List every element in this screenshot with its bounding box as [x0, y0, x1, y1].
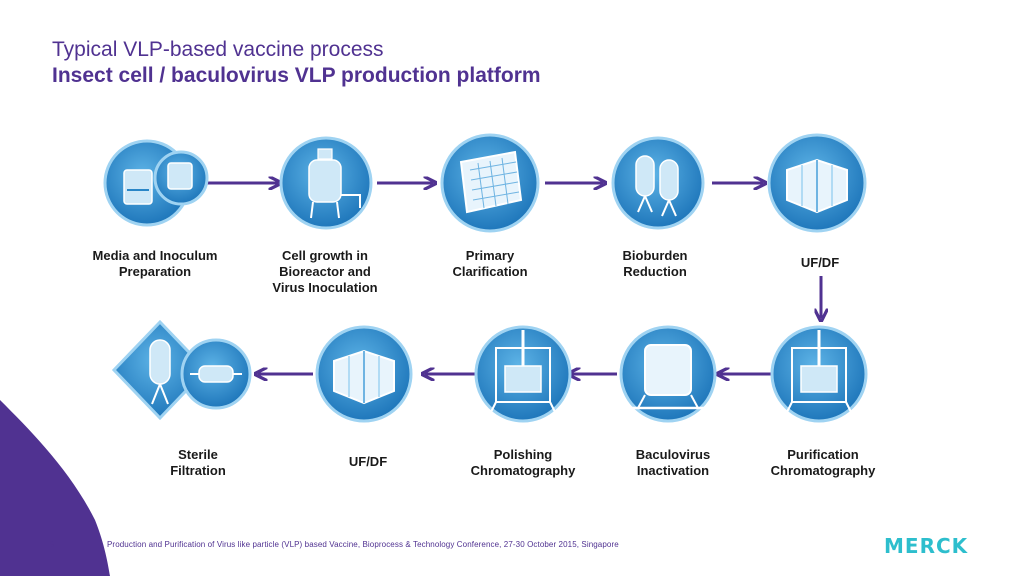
capsule-filter-icon — [611, 136, 705, 230]
footer-citation: Production and Purification of Virus lik… — [107, 540, 619, 549]
tff-cassette-icon — [767, 133, 867, 233]
merck-logo: MERCK — [884, 534, 969, 558]
chromatography-column-icon-polishing — [474, 325, 572, 423]
step-label-bioreactor: Cell growth in Bioreactor and Virus Inoc… — [272, 248, 378, 295]
bioreactor-icon — [279, 136, 373, 230]
mixing-vessel-icon — [619, 325, 717, 423]
step-label-sterile-filtration: Sterile Filtration — [170, 447, 226, 478]
step-label-polishing-chromatography: Polishing Chromatography — [470, 447, 576, 478]
step-label-ufdf-1: UF/DF — [800, 255, 840, 270]
slide-title: Typical VLP-based vaccine process — [52, 38, 384, 61]
step-label-media-prep: Media and Inoculum Preparation — [92, 248, 218, 279]
step-label-ufdf-2: UF/DF — [348, 454, 388, 469]
depth-filter-icon — [440, 133, 540, 233]
step-label-baculovirus-inactivation: Baculovirus Inactivation — [635, 447, 711, 478]
step-label-purification-chromatography: Purification Chromatography — [770, 447, 876, 478]
page-number: 9 — [50, 540, 55, 549]
tff-cassette-icon-2 — [315, 325, 413, 423]
step-label-primary-clarification: Primary Clarification — [452, 248, 528, 279]
slide-subtitle: Insect cell / baculovirus VLP production… — [52, 64, 541, 87]
media-prep-icon — [103, 139, 209, 227]
sterile-filter-icon — [111, 319, 252, 421]
step-label-bioburden-reduction: Bioburden Reduction — [622, 248, 688, 279]
chromatography-column-icon-purification — [770, 325, 868, 423]
